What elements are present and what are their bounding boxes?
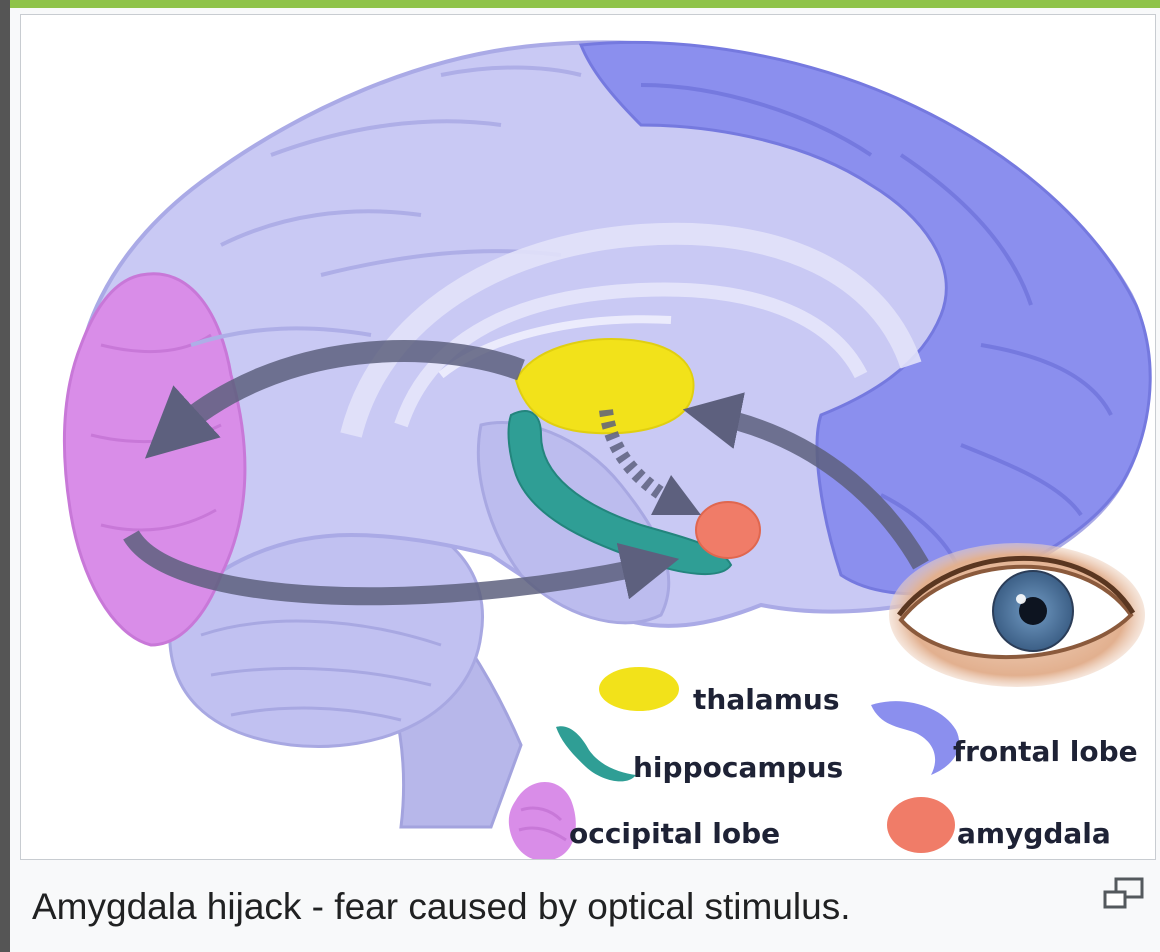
legend-occipital-lobe-label: occipital lobe — [569, 817, 780, 850]
amygdala-region — [696, 502, 760, 558]
image-caption: Amygdala hijack - fear caused by optical… — [32, 886, 850, 928]
magnify-clip-icon[interactable] — [1102, 876, 1146, 912]
legend-frontal-swatch — [871, 701, 959, 775]
top-accent-bar — [0, 0, 1160, 8]
legend-amygdala-swatch — [887, 797, 955, 853]
legend-hippocampus-swatch — [556, 726, 636, 781]
diagram-thumbnail[interactable]: thalamus hippocampus occipital lobe fron… — [20, 14, 1156, 860]
brain-diagram: thalamus hippocampus occipital lobe fron… — [21, 15, 1156, 860]
legend-frontal-lobe-label: frontal lobe — [953, 735, 1138, 768]
caption-row: Amygdala hijack - fear caused by optical… — [10, 862, 1160, 952]
legend-thalamus-swatch — [599, 667, 679, 711]
eye-illustration — [889, 543, 1145, 687]
legend-amygdala-label: amygdala — [957, 817, 1111, 850]
left-edge-bar — [0, 0, 10, 952]
legend-thalamus-label: thalamus — [693, 683, 839, 716]
legend-occipital-swatch — [509, 782, 576, 860]
legend-hippocampus-label: hippocampus — [633, 751, 843, 784]
